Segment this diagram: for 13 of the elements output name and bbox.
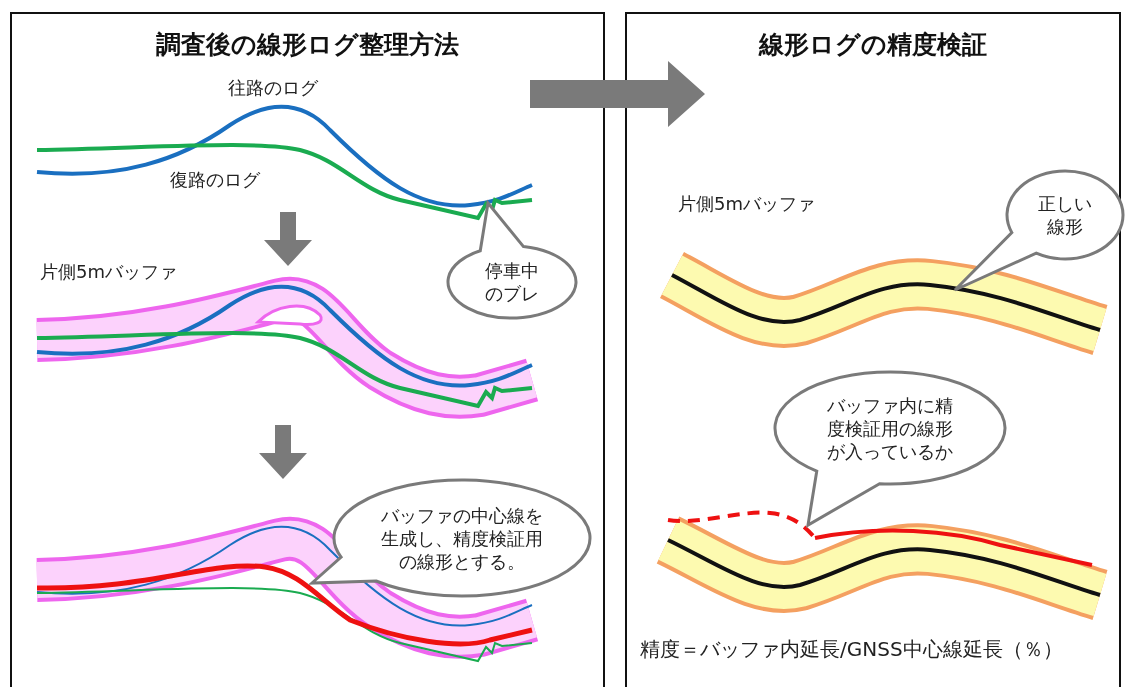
callout-text: バッファの中心線を生成し、精度検証用の線形とする。 (380, 503, 544, 573)
label-text: 片側5mバッファ (40, 260, 177, 284)
panel-title: 調査後の線形ログ整理方法 (155, 29, 460, 61)
callout-text: 停車中のブレ (484, 259, 540, 305)
callout-text: 正しい線形 (1037, 192, 1093, 238)
block-arrow (530, 61, 705, 127)
callout-text: バッファ内に精度検証用の線形が入っているか (826, 393, 954, 463)
label-text: 往路のログ (228, 76, 318, 100)
formula-text: 精度＝バッファ内延長/GNSS中心線延長（％） (640, 636, 1063, 663)
label-text: 復路のログ (170, 168, 260, 192)
label-text: 片側5mバッファ (678, 192, 815, 216)
panel-title: 線形ログの精度検証 (757, 29, 988, 61)
panel (10, 12, 605, 687)
